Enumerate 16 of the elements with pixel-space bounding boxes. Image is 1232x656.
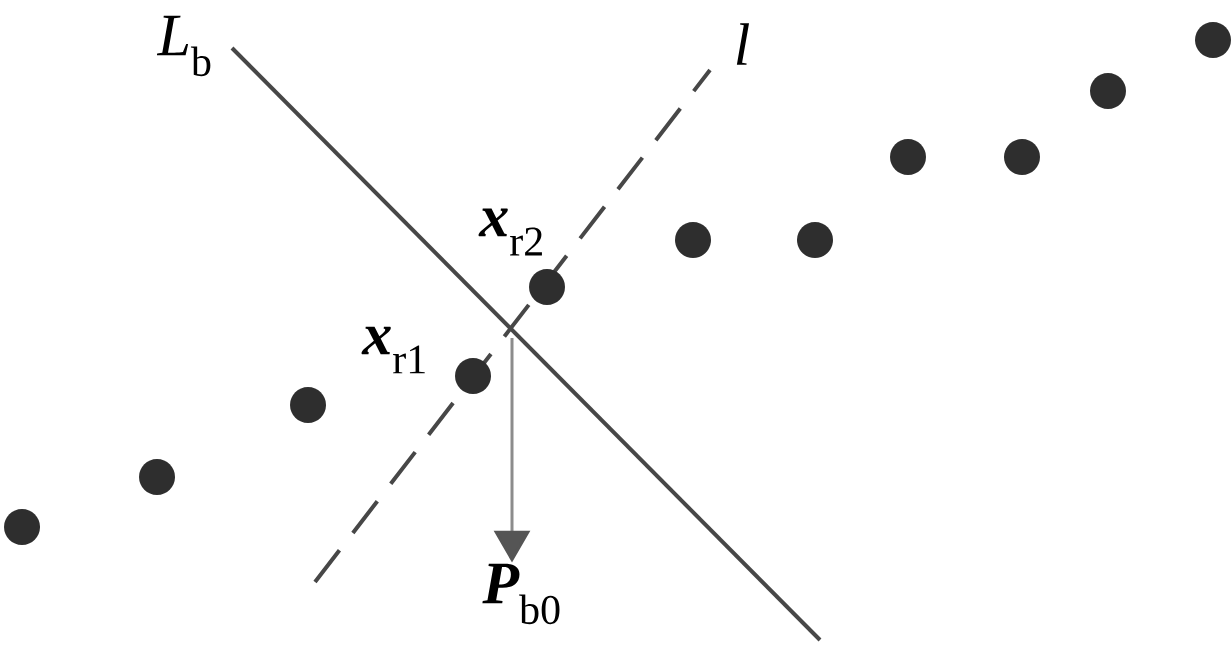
point-dot [1004,139,1040,175]
point-dot [455,358,491,394]
point-dot [529,269,565,305]
math-label: L$_{b}$ [156,15,211,77]
point-dot [1195,22,1231,58]
point-dot [4,509,40,545]
point-dot [797,222,833,258]
math-label: l [736,23,749,65]
point-dot [675,222,711,258]
math-label: x$_{r2}$ [478,208,542,256]
point-dot [1090,73,1126,109]
point-dot [890,139,926,175]
math-label: x$_{r1}$ [361,326,425,374]
point-dot [139,459,175,495]
math-label: P$_{b0}$ [482,563,560,625]
point-dot [290,387,326,423]
